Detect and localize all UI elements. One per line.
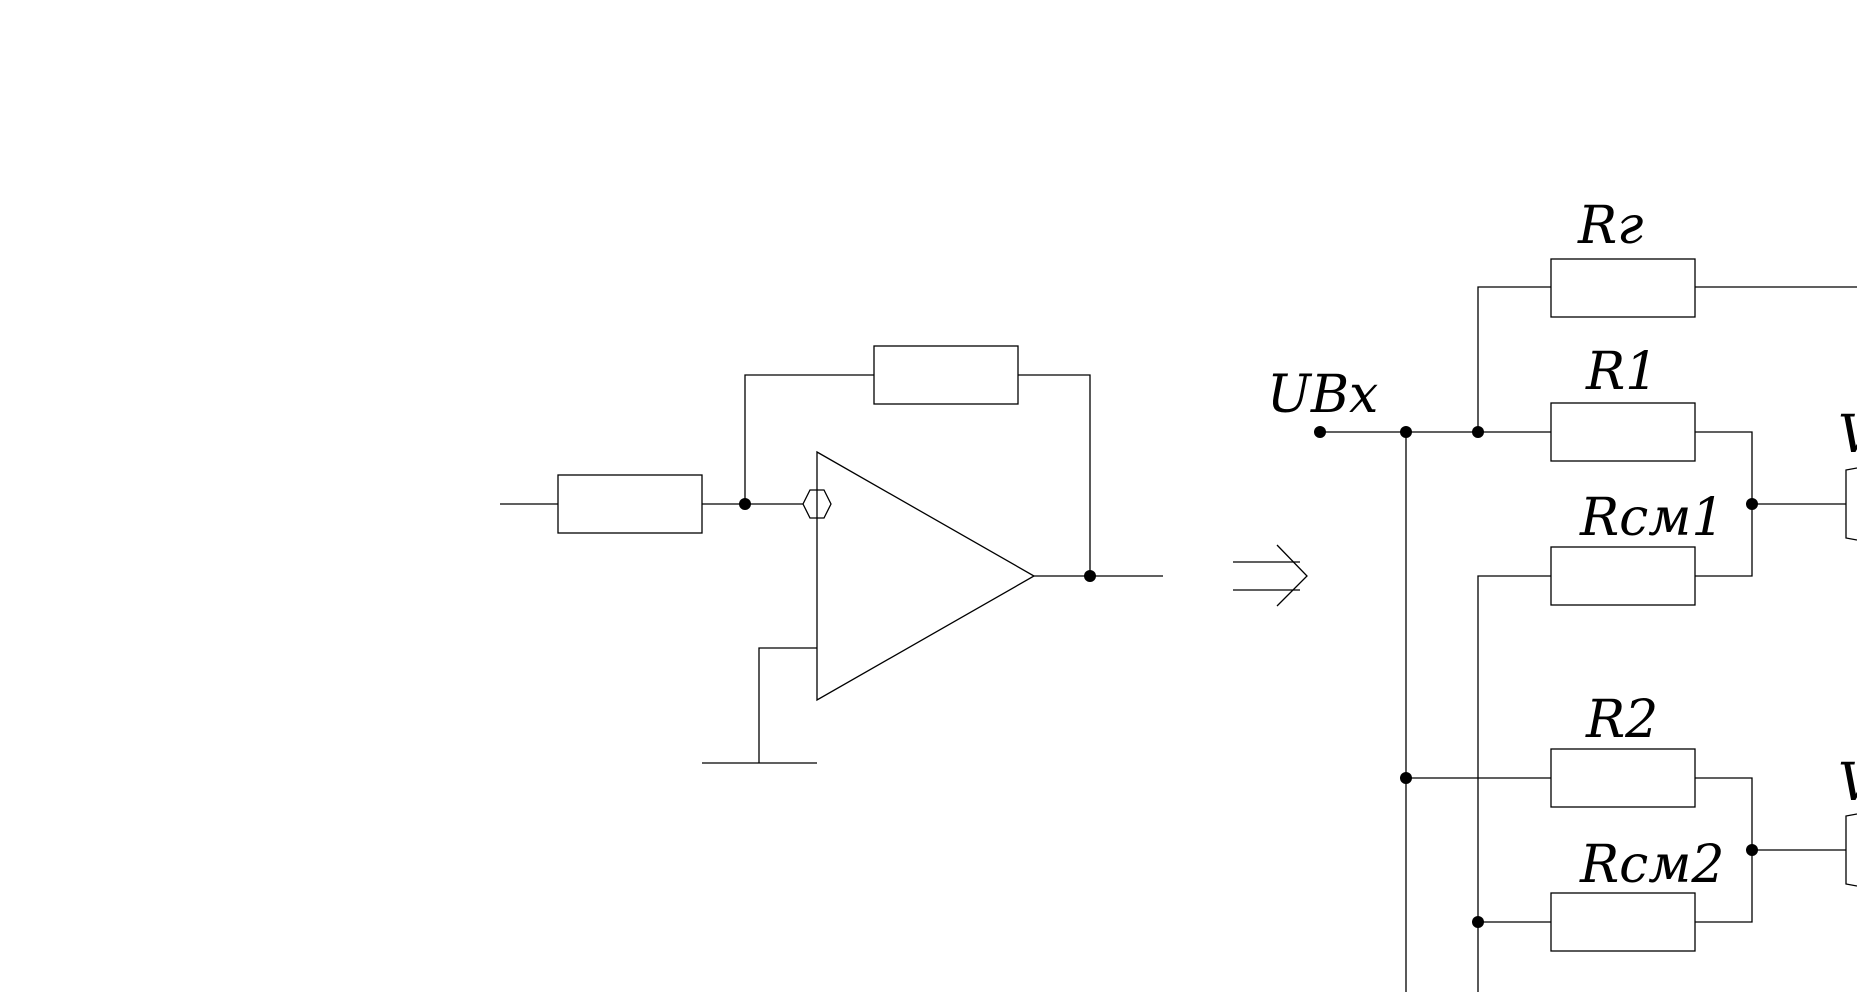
- feedback-resistor: [873, 345, 1019, 405]
- inverting-amplifier-circuit: [500, 345, 1163, 764]
- opamp-triangle-icon: [816, 450, 1036, 702]
- noninverting-input-wire: [758, 647, 817, 763]
- feedback-wire-left: [744, 374, 874, 504]
- implies-arrow-icon: [1233, 544, 1308, 607]
- label-r1: R1: [1585, 342, 1658, 402]
- label-bottom-output-partial: V: [1838, 753, 1857, 813]
- label-r2: R2: [1585, 690, 1658, 750]
- resistor-rcm1: [1550, 546, 1696, 606]
- top-opamp-partial-icon: [1845, 467, 1857, 541]
- label-top-output-partial: V: [1838, 405, 1857, 465]
- vertical-bus-right: [1477, 575, 1551, 992]
- resistor-rg: [1550, 258, 1696, 318]
- resistor-network-circuit: [1314, 258, 1857, 992]
- inversion-marker-icon: [802, 489, 832, 519]
- output-junction: [1084, 570, 1096, 582]
- rg-wire-left: [1477, 286, 1551, 432]
- resistor-r2: [1550, 748, 1696, 808]
- resistor-rcm2: [1550, 892, 1696, 952]
- label-rcm2: Rсм2: [1579, 835, 1724, 895]
- label-input-voltage: UВх: [1267, 365, 1378, 425]
- bottom-opamp-partial-icon: [1845, 813, 1857, 887]
- label-rcm1: Rсм1: [1579, 488, 1724, 548]
- input-resistor: [557, 474, 703, 534]
- resistor-r1: [1550, 402, 1696, 462]
- label-rg: Rг: [1577, 196, 1643, 256]
- feedback-wire-right: [1018, 374, 1091, 576]
